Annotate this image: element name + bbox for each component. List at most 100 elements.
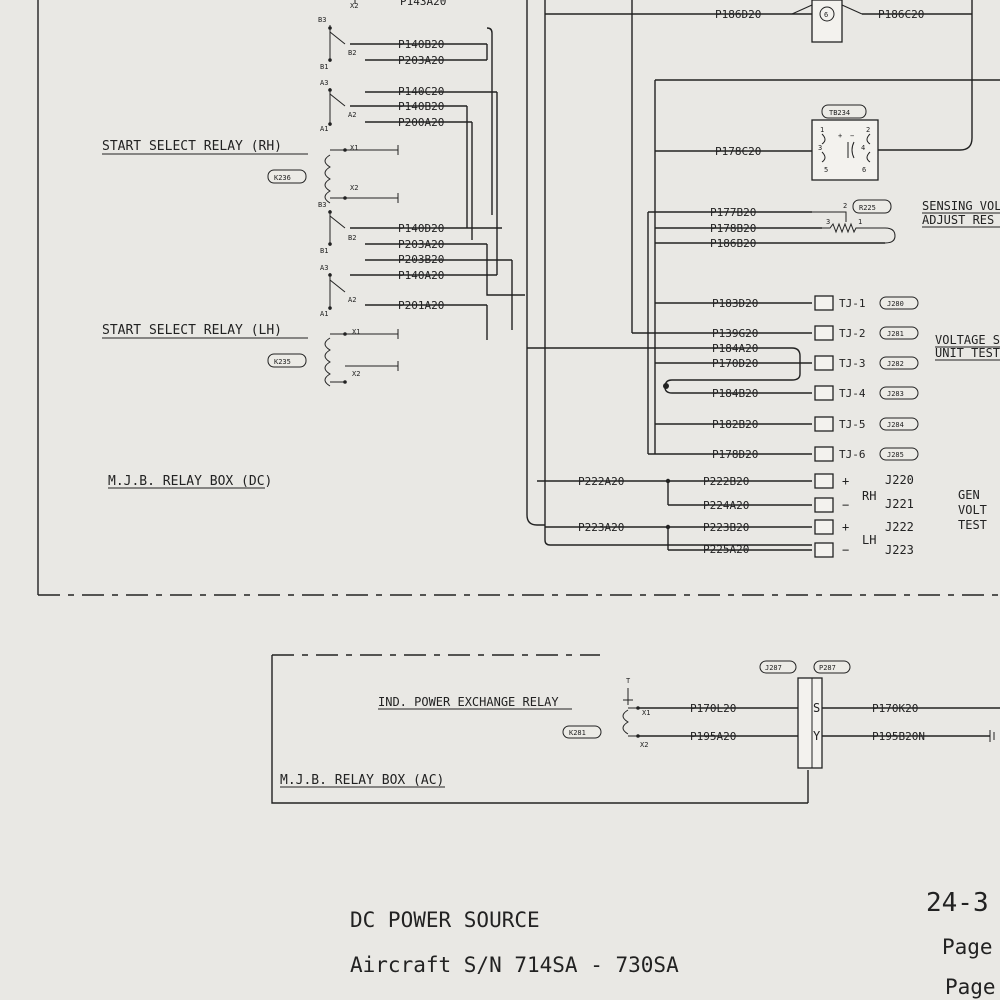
wire-p184b20: P184B20 (712, 387, 758, 400)
start-select-relay-rh: B3 B2 B1 A3 A2 A1 P140B20 P203A20 P140C2… (102, 16, 497, 204)
wire-p203a20-a: P203A20 (398, 54, 444, 67)
svg-text:X2: X2 (352, 370, 360, 378)
lh-relay-title: START SELECT RELAY (LH) (102, 323, 282, 338)
wire-p223b20: P223B20 (703, 521, 749, 534)
tj5-jack (814, 416, 834, 432)
svg-text:−: − (842, 543, 849, 557)
footer-title: DC POWER SOURCE (350, 908, 540, 932)
svg-text:S: S (813, 701, 820, 715)
tj2-jack (814, 325, 834, 341)
wire-p223a20: P223A20 (578, 521, 624, 534)
voltage-s-label: VOLTAGE S (935, 333, 1000, 347)
svg-text:TJ-6: TJ-6 (839, 448, 866, 461)
k236-tag (267, 169, 307, 184)
svg-text:K235: K235 (274, 358, 291, 366)
svg-text:3: 3 (826, 218, 830, 226)
start-select-relay-lh: B3 B2 B1 A3 A2 A1 P140D20 P203A20 P203B2… (102, 201, 512, 387)
svg-text:B2: B2 (348, 49, 356, 57)
svg-text:1: 1 (820, 126, 824, 134)
svg-text:J223: J223 (885, 543, 914, 557)
wire-p139g20: P139G20 (712, 327, 758, 340)
page-label-1: Page (942, 935, 993, 959)
ac-box-title: M.J.B. RELAY BOX (AC) (280, 773, 444, 788)
svg-text:J280: J280 (887, 300, 904, 308)
voltage-test-jacks: VOLTAGE S UNIT TEST P183D20 TJ-1 J280 P1… (648, 295, 1000, 462)
wire-p225a20: P225A20 (703, 543, 749, 556)
tb234-ref: TB234 (829, 109, 850, 117)
wire-p170k20: P170K20 (872, 702, 918, 715)
svg-text:A2: A2 (348, 296, 356, 304)
k235-tag (267, 353, 307, 368)
wire-p178b20: P178B20 (710, 222, 756, 235)
wire-p140a20: P140A20 (398, 269, 444, 282)
svg-text:A1: A1 (320, 310, 328, 318)
svg-text:TJ-5: TJ-5 (839, 418, 866, 431)
svg-text:+: + (838, 132, 842, 140)
svg-text:+: + (842, 520, 849, 534)
test-label: TEST (958, 518, 987, 532)
wire-p178d20: P178D20 (712, 448, 758, 461)
svg-text:TJ-1: TJ-1 (839, 297, 866, 310)
svg-text:A1: A1 (320, 125, 328, 133)
wire-p200a20: P200A20 (398, 116, 444, 129)
svg-text:TJ-4: TJ-4 (839, 387, 866, 400)
wire-p186c20: P186C20 (878, 8, 924, 21)
rh-relay-title: START SELECT RELAY (RH) (102, 139, 282, 154)
unit-test-label: UNIT TEST (935, 346, 1000, 360)
tj6-jack (814, 446, 834, 462)
j222-jack (814, 519, 834, 535)
wire-p140b20-a: P140B20 (398, 38, 444, 51)
svg-text:TJ-3: TJ-3 (839, 357, 866, 370)
svg-text:K236: K236 (274, 174, 291, 182)
svg-text:−: − (842, 498, 849, 512)
tb234-terminal-block: TB234 P178C20 1 2 3 4 5 6 + − (655, 14, 973, 181)
svg-text:−: − (850, 132, 854, 140)
wire-p170l20: P170L20 (690, 702, 736, 715)
wire-p177b20: P177B20 (710, 206, 756, 219)
tj3-jack (814, 355, 834, 371)
wire-p222a20: P222A20 (578, 475, 624, 488)
sensing-vol-label: SENSING VOL (922, 199, 1000, 213)
dc-relay-box-outline (37, 0, 1000, 596)
r225-ref: R225 (859, 204, 876, 212)
gen-volt-test-jacks: GEN VOLT TEST RH LH P222A20 P222B20 + J2… (108, 473, 987, 558)
svg-text:A2: A2 (348, 111, 356, 119)
wire-p186d20: P186D20 (715, 8, 761, 21)
svg-text:B1: B1 (320, 247, 328, 255)
wire-p201a20: P201A20 (398, 299, 444, 312)
connector-j287-p287 (797, 677, 823, 769)
svg-text:+: + (842, 474, 849, 488)
svg-text:2: 2 (843, 202, 847, 210)
dc-box-title: M.J.B. RELAY BOX (DC) (108, 474, 272, 489)
svg-text:J283: J283 (887, 390, 904, 398)
svg-text:3: 3 (818, 144, 822, 152)
top-fragments: X2 P143A20 P186D20 6 P186C20 (350, 0, 1000, 81)
svg-text:J285: J285 (887, 451, 904, 459)
svg-text:J221: J221 (885, 497, 914, 511)
wire-p203b20: P203B20 (398, 253, 444, 266)
pin-x2-top: X2 (350, 2, 358, 10)
wire-p140b20-b: P140B20 (398, 100, 444, 113)
svg-text:T: T (626, 677, 631, 685)
wire-p143a20: P143A20 (400, 0, 446, 8)
wire-p222b20: P222B20 (703, 475, 749, 488)
footer-subtitle: Aircraft S/N 714SA - 730SA (350, 953, 679, 977)
wire-p195a20: P195A20 (690, 730, 736, 743)
wire-p224a20: P224A20 (703, 499, 749, 512)
svg-text:X2: X2 (350, 184, 358, 192)
section-number: 24-3 (926, 888, 989, 918)
tj1-jack (814, 295, 834, 311)
wire-p182b20: P182B20 (712, 418, 758, 431)
svg-text:B3: B3 (318, 16, 326, 24)
page-label-2: Page (945, 975, 996, 999)
j287-ref: J287 (765, 664, 782, 672)
svg-text:J282: J282 (887, 360, 904, 368)
svg-text:4: 4 (861, 144, 865, 152)
rh-label: RH (862, 489, 876, 503)
svg-text:A3: A3 (320, 264, 328, 272)
j221-jack (814, 497, 834, 513)
volt-label: VOLT (958, 503, 987, 517)
svg-text:5: 5 (824, 166, 828, 174)
wire-p183d20: P183D20 (712, 297, 758, 310)
